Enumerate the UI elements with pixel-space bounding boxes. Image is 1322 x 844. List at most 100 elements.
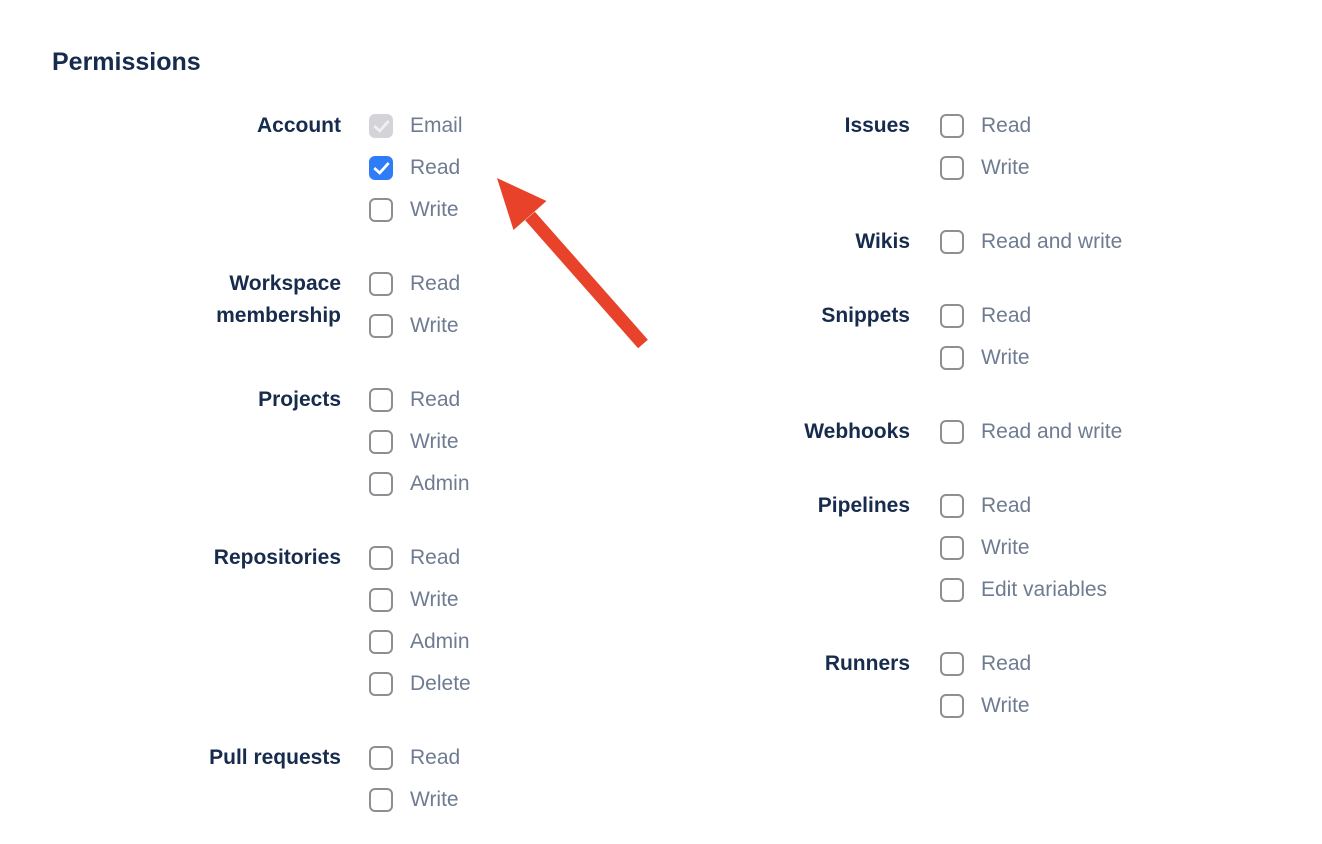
options-runners: Read Write	[940, 643, 1031, 727]
group-label-issues: Issues	[844, 114, 910, 137]
checkbox-pull-requests-write[interactable]	[369, 788, 393, 812]
option-runners-read[interactable]: Read	[940, 643, 1031, 685]
checkbox-pipelines-edit-variables[interactable]	[940, 578, 964, 602]
option-workspace-membership-write[interactable]: Write	[369, 305, 460, 347]
group-label-pull-requests: Pull requests	[209, 746, 341, 769]
options-webhooks: Read and write	[940, 411, 1122, 453]
checkbox-snippets-read[interactable]	[940, 304, 964, 328]
checkbox-account-email	[369, 114, 393, 138]
checkbox-label: Write	[410, 430, 459, 453]
option-projects-write[interactable]: Write	[369, 421, 470, 463]
checkbox-projects-write[interactable]	[369, 430, 393, 454]
arrow-head	[497, 178, 547, 230]
option-repositories-write[interactable]: Write	[369, 579, 471, 621]
checkbox-label: Write	[981, 694, 1030, 717]
checkbox-label: Delete	[410, 672, 471, 695]
checkbox-workspace-membership-read[interactable]	[369, 272, 393, 296]
checkbox-label: Read	[410, 546, 461, 569]
checkbox-repositories-delete[interactable]	[369, 672, 393, 696]
option-webhooks-read-and-write[interactable]: Read and write	[940, 411, 1122, 453]
checkbox-label: Write	[981, 346, 1030, 369]
checkbox-label: Read	[410, 156, 461, 179]
option-account-email: Email	[369, 105, 463, 147]
permission-group-issues: Issues Read Write	[640, 105, 1122, 189]
permission-group-webhooks: Webhooks Read and write	[640, 411, 1122, 453]
checkbox-pipelines-write[interactable]	[940, 536, 964, 560]
options-projects: Read Write Admin	[369, 379, 470, 505]
options-pull-requests: Read Write	[369, 737, 460, 821]
checkbox-repositories-read[interactable]	[369, 546, 393, 570]
checkbox-snippets-write[interactable]	[940, 346, 964, 370]
group-label-projects: Projects	[258, 388, 341, 411]
checkbox-pipelines-read[interactable]	[940, 494, 964, 518]
option-pipelines-edit-variables[interactable]: Edit variables	[940, 569, 1107, 611]
checkbox-label: Edit variables	[981, 578, 1108, 601]
group-label-pipelines: Pipelines	[817, 494, 910, 517]
checkbox-label: Read	[981, 304, 1032, 327]
group-label-account: Account	[257, 114, 341, 137]
checkbox-label: Admin	[410, 630, 470, 653]
permission-group-pipelines: Pipelines Read Write Edit variables	[640, 485, 1122, 611]
options-pipelines: Read Write Edit variables	[940, 485, 1107, 611]
checkbox-label: Email	[410, 114, 463, 137]
options-repositories: Read Write Admin Delete	[369, 537, 471, 705]
group-label-workspace-membership: Workspace membership	[216, 272, 341, 327]
option-wikis-read-and-write[interactable]: Read and write	[940, 221, 1122, 263]
option-account-read[interactable]: Read	[369, 147, 463, 189]
options-workspace-membership: Read Write	[369, 263, 460, 347]
checkbox-label: Read	[981, 494, 1032, 517]
checkbox-label: Read	[410, 388, 461, 411]
checkbox-runners-write[interactable]	[940, 694, 964, 718]
checkbox-wikis-read-and-write[interactable]	[940, 230, 964, 254]
permission-group-repositories: Repositories Read Write Admin Delete	[52, 537, 471, 705]
checkbox-webhooks-read-and-write[interactable]	[940, 420, 964, 444]
group-label-snippets: Snippets	[821, 304, 910, 327]
option-pipelines-write[interactable]: Write	[940, 527, 1107, 569]
option-runners-write[interactable]: Write	[940, 685, 1031, 727]
option-projects-read[interactable]: Read	[369, 379, 470, 421]
permission-group-pull-requests: Pull requests Read Write	[52, 737, 471, 821]
checkbox-label: Write	[981, 156, 1030, 179]
option-snippets-write[interactable]: Write	[940, 337, 1031, 379]
option-repositories-read[interactable]: Read	[369, 537, 471, 579]
option-pull-requests-write[interactable]: Write	[369, 779, 460, 821]
option-snippets-read[interactable]: Read	[940, 295, 1031, 337]
option-issues-write[interactable]: Write	[940, 147, 1031, 189]
checkbox-projects-admin[interactable]	[369, 472, 393, 496]
checkbox-repositories-write[interactable]	[369, 588, 393, 612]
checkbox-projects-read[interactable]	[369, 388, 393, 412]
checkbox-repositories-admin[interactable]	[369, 630, 393, 654]
permission-group-snippets: Snippets Read Write	[640, 295, 1122, 379]
checkbox-label: Read	[981, 652, 1032, 675]
group-label-wikis: Wikis	[855, 230, 910, 253]
checkbox-account-read[interactable]	[369, 156, 393, 180]
checkbox-pull-requests-read[interactable]	[369, 746, 393, 770]
options-wikis: Read and write	[940, 221, 1122, 263]
checkbox-runners-read[interactable]	[940, 652, 964, 676]
checkbox-issues-read[interactable]	[940, 114, 964, 138]
checkbox-label: Read and write	[981, 230, 1123, 253]
arrow-shaft	[525, 211, 648, 349]
permission-group-workspace-membership: Workspace membership Read Write	[52, 263, 471, 347]
checkbox-label: Read	[410, 746, 461, 769]
permission-group-runners: Runners Read Write	[640, 643, 1122, 727]
option-account-write[interactable]: Write	[369, 189, 463, 231]
checkbox-label: Admin	[410, 472, 470, 495]
option-pull-requests-read[interactable]: Read	[369, 737, 460, 779]
option-projects-admin[interactable]: Admin	[369, 463, 470, 505]
page-title: Permissions	[52, 48, 201, 76]
checkbox-workspace-membership-write[interactable]	[369, 314, 393, 338]
group-label-runners: Runners	[824, 652, 910, 675]
option-workspace-membership-read[interactable]: Read	[369, 263, 460, 305]
checkbox-account-write[interactable]	[369, 198, 393, 222]
option-issues-read[interactable]: Read	[940, 105, 1031, 147]
option-repositories-delete[interactable]: Delete	[369, 663, 471, 705]
option-repositories-admin[interactable]: Admin	[369, 621, 471, 663]
option-pipelines-read[interactable]: Read	[940, 485, 1107, 527]
permissions-right-column: Issues Read Write Wikis Read and write	[640, 105, 1122, 759]
checkbox-label: Read and write	[981, 420, 1123, 443]
checkbox-issues-write[interactable]	[940, 156, 964, 180]
checkbox-label: Write	[410, 198, 459, 221]
options-snippets: Read Write	[940, 295, 1031, 379]
